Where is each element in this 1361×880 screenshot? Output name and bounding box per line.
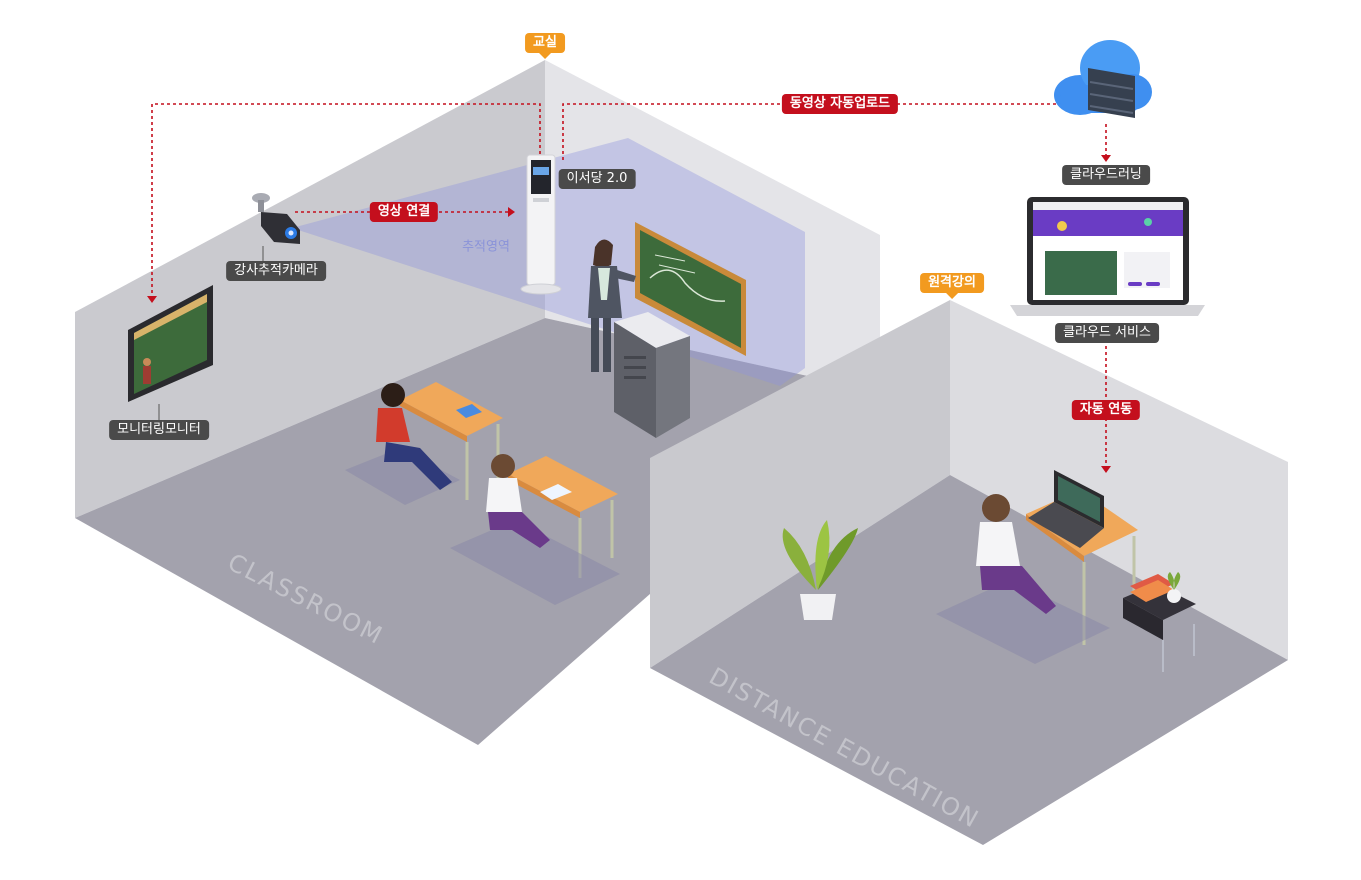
classroom-monitor (128, 285, 213, 420)
side-table (1123, 572, 1196, 672)
auto-sync-label: 자동 연동 (1071, 400, 1141, 420)
kiosk-label: 이서당 2.0 (558, 169, 636, 189)
remote-student-desk (936, 470, 1138, 664)
student-desk-2 (450, 454, 620, 605)
cloud-learning-label: 클라우드러닝 (1062, 165, 1150, 185)
classroom-left-wall (75, 60, 545, 518)
monitor-label: 모니터링모니터 (109, 420, 209, 440)
arrow-monitor (147, 296, 157, 303)
arrow-learning (1101, 155, 1111, 162)
tracking-camera-icon (252, 193, 300, 244)
video-link-label: 영상 연결 (369, 202, 439, 222)
classroom-back-wall (545, 60, 880, 392)
upload-line-to-monitor (151, 103, 541, 296)
arrow-kiosk (508, 207, 515, 217)
auto-upload-label: 동영상 자동업로드 (781, 94, 899, 114)
chalkboard (635, 222, 746, 356)
kiosk-icon (520, 154, 562, 295)
laptop-icon (1010, 197, 1205, 316)
potted-plant (782, 520, 858, 620)
teacher-figure (588, 239, 636, 372)
classroom-floor (75, 318, 880, 745)
cloud-service-label: 클라우드 서비스 (1055, 323, 1159, 343)
arrow-remote (1101, 466, 1111, 473)
lecture-podium (614, 312, 690, 438)
distance-back-wall (950, 300, 1288, 660)
camera-label: 강사추적카메라 (226, 261, 326, 281)
distance-left-wall (650, 300, 950, 668)
classroom-tag: 교실 (525, 33, 565, 53)
tracking-area-label: 추적영역 (462, 239, 510, 255)
student-desk-1 (345, 382, 503, 505)
remote-lecture-tag: 원격강의 (920, 273, 984, 293)
cloud-server-icon (1054, 40, 1152, 118)
